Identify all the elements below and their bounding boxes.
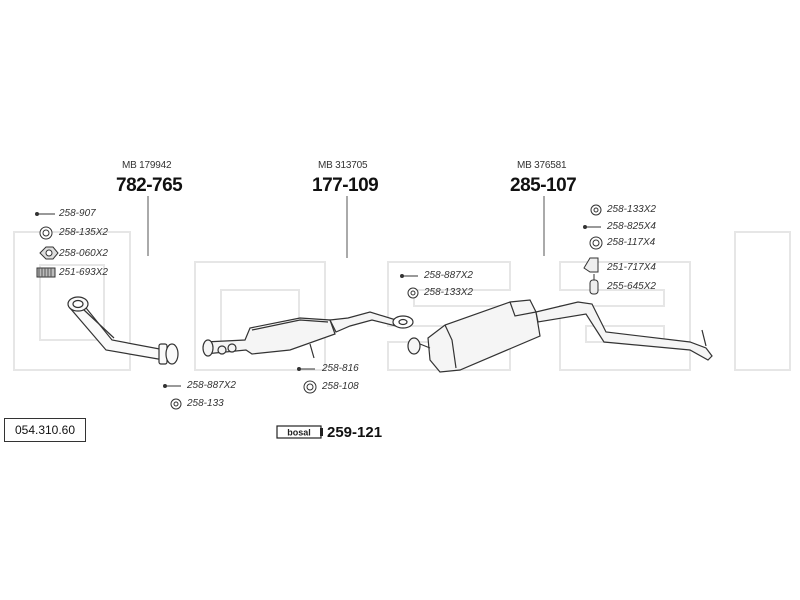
front-pipe — [67, 296, 179, 365]
reference-number: 054.310.60 — [4, 418, 86, 442]
bracket-icon — [583, 257, 599, 273]
part-label: 258-117X4 — [607, 237, 656, 248]
section-oe-front: MB 179942 — [122, 160, 172, 171]
bolt-icon — [400, 274, 418, 278]
ring-icon — [589, 236, 603, 250]
part-label: 258-135X2 — [59, 227, 108, 238]
part-label: 258-133X2 — [424, 287, 473, 298]
part-label: 258-133 — [187, 398, 224, 409]
section-oe-middle: MB 313705 — [318, 160, 368, 171]
part-label: 258-060X2 — [59, 248, 108, 259]
kit-number: 259-121 — [327, 424, 383, 441]
spring-icon — [36, 267, 56, 278]
bolt-icon — [583, 225, 601, 229]
nut-icon — [39, 246, 59, 260]
middle-silencer — [202, 311, 414, 359]
part-label: 258-825X4 — [607, 221, 656, 232]
section-part-number-middle: 177-109 — [312, 175, 379, 196]
bolt-icon — [35, 212, 55, 216]
part-label: 258-108 — [322, 381, 359, 392]
ring-icon — [303, 380, 317, 394]
ring-icon — [590, 204, 602, 216]
section-oe-rear: MB 376581 — [517, 160, 567, 171]
bolt-icon — [163, 384, 181, 388]
part-label: 258-907 — [59, 208, 96, 219]
part-label: 258-887X2 — [424, 270, 473, 281]
part-label: 258-816 — [322, 363, 359, 374]
section-part-number-rear: 285-107 — [510, 175, 577, 196]
kit-badge: bosal — [276, 425, 323, 439]
ring-icon — [39, 226, 53, 240]
hanger-icon — [589, 274, 599, 295]
part-label: 258-133X2 — [607, 204, 656, 215]
section-part-number-front: 782-765 — [116, 175, 183, 196]
part-label: 251-693X2 — [59, 267, 108, 278]
kit-brand: bosal — [287, 428, 311, 438]
ring-icon — [170, 398, 182, 410]
part-label: 251-717X4 — [607, 262, 656, 273]
rear-silencer — [407, 299, 713, 373]
part-label: 258-887X2 — [187, 380, 236, 391]
part-label: 255-645X2 — [607, 281, 656, 292]
bolt-icon — [297, 367, 315, 371]
ring-icon — [407, 287, 419, 299]
